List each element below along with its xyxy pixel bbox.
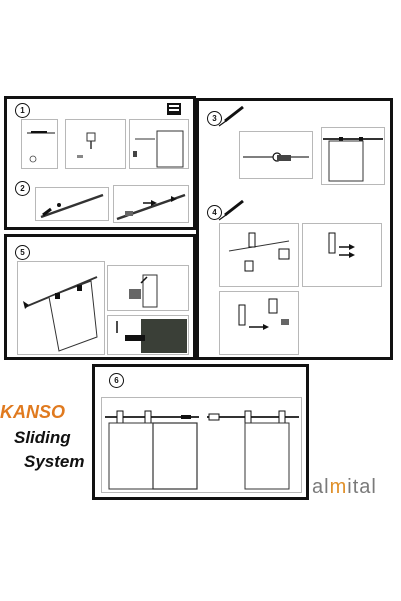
- instruction-panel-3-4: 3 4: [196, 98, 393, 360]
- brand-name: KANSO: [0, 402, 66, 422]
- step-number-6: 6: [109, 373, 124, 388]
- step-number-3: 3: [207, 111, 222, 126]
- step-1-2-drawing: [27, 130, 186, 221]
- almital-logo: almital: [312, 476, 377, 499]
- step-number-4: 4: [207, 205, 222, 220]
- diagram-sheet-1a: [21, 119, 58, 169]
- brand-subtitle-sliding: Sliding: [14, 428, 71, 447]
- brand-subtitle-system: System: [24, 452, 85, 471]
- logo-part-ital: ital: [347, 476, 377, 498]
- step-3-4-drawing: [218, 105, 383, 330]
- step-6-drawing: [105, 410, 299, 490]
- step-number-5: 5: [15, 245, 30, 260]
- instruction-panel-5: 5: [4, 234, 196, 360]
- instruction-panel-6: 6: [92, 364, 309, 500]
- step-number-2: 2: [15, 181, 30, 196]
- logo-part-al: al: [312, 476, 330, 498]
- step-number-1: 1: [15, 103, 30, 118]
- step-5-drawing: [23, 274, 187, 353]
- instruction-panel-1-2: 1 2: [4, 96, 196, 230]
- logo-part-m: m: [329, 476, 348, 498]
- diagram-sheet-1b: [65, 119, 126, 169]
- manual-badge-icon: [167, 103, 181, 115]
